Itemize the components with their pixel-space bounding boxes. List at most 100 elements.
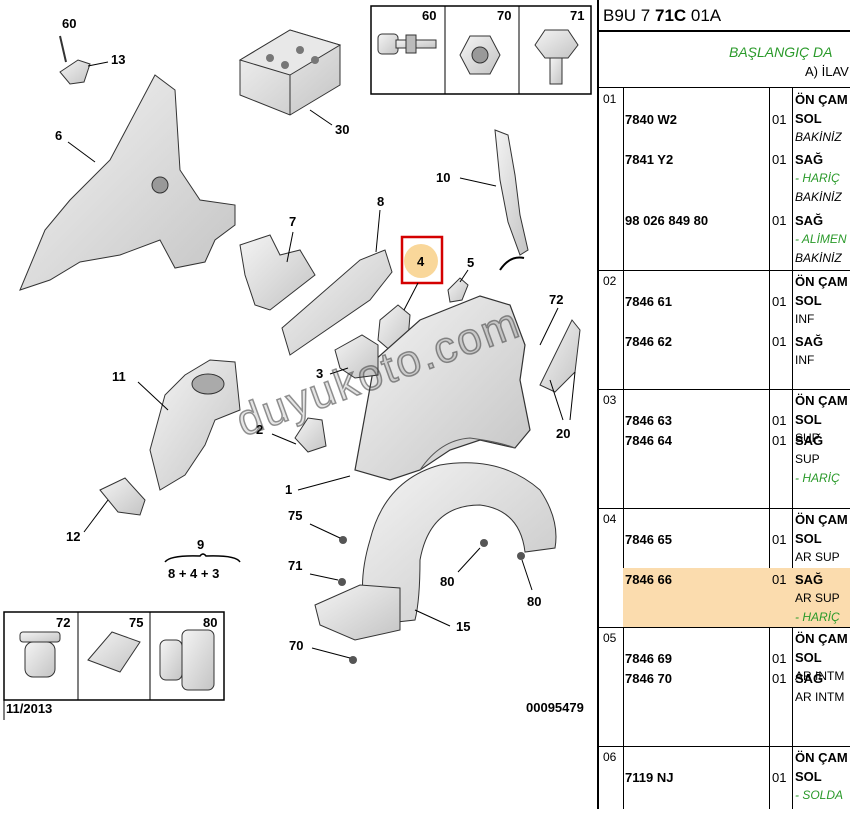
description-line: ÖN ÇAM [795,512,848,527]
description-line: INF [795,353,815,367]
spring-nut-icon [87,631,141,673]
part-description: SAĞ INF [795,332,823,370]
description-line: AR SUP [795,550,840,564]
section-title: BAŞLANGIÇ DA [729,44,833,60]
part-reference: 7846 62 [625,334,672,349]
callout-label: 2 [256,422,263,437]
callout-label: 70 [289,638,303,653]
callout-label: 1 [285,482,292,497]
callout-label: 60 [62,16,76,31]
description-line: BAKİNİZ [795,251,842,265]
description-line: SOL [795,531,822,546]
part-quantity: 01 [772,433,787,448]
part-quantity: 01 [772,213,787,228]
description-line: SOL [795,293,822,308]
part-strip-10 [459,129,529,271]
callout-label: 12 [66,529,80,544]
plug-clip-icon [159,629,215,691]
description-line: SAĞ [795,671,824,686]
callout-label: 11 [112,369,126,384]
part-quantity: 01 [772,294,787,309]
group-divider [599,270,850,271]
callout-label: 8 + 4 + 3 [168,566,219,581]
part-description: SAĞ AR INTM [795,669,844,707]
part-quantity: 01 [772,532,787,547]
part-reference: 7846 69 [625,651,672,666]
bottom-legend [3,611,225,701]
part-description: ÖN ÇAM SOL AR SUP [795,510,848,567]
callout-label: 75 [288,508,302,523]
part-bracket-3 [329,334,379,379]
part-bracket-13 [59,35,109,85]
description-line: - HARİÇ [795,610,840,624]
group-number: 05 [603,631,617,645]
part-reference: 7846 63 [625,413,672,428]
section-subtitle: A) İLAV [805,64,849,79]
callout-label: 10 [436,170,450,185]
callout-label: 4 [417,254,425,269]
description-line: ÖN ÇAM [795,92,848,107]
part-bracket-7 [239,231,316,311]
top-legend-label: 60 [422,8,436,23]
part-quantity: 01 [772,770,787,785]
nut-icon [459,35,501,75]
description-line: AR INTM [795,690,845,704]
description-line: SAĞ [795,334,824,349]
part-reference: 7846 66 [625,572,672,587]
part-reference: 98 026 849 80 [625,213,709,228]
part-quantity: 01 [772,651,787,666]
part-72 [539,307,581,421]
bottom-legend-label: 72 [56,615,70,630]
callout-label: 9 [197,537,204,552]
part-quantity: 01 [772,152,787,167]
description-line: SOL [795,769,822,784]
description-line: INF [795,312,815,326]
part-reference: 7119 NJ [625,770,674,785]
description-line: SOL [795,412,822,427]
description-line: SOL [795,650,822,665]
group-divider [599,389,850,390]
description-line: ÖN ÇAM [795,750,848,765]
part-clip-5 [447,269,469,303]
callout-label: 20 [556,426,570,441]
top-legend-label: 71 [570,8,584,23]
description-line: - HARİÇ [795,171,840,185]
group-divider [599,508,850,509]
part-bracket-2 [271,417,327,453]
part-rail-8 [281,209,393,356]
group-divider [599,627,850,628]
description-line: ÖN ÇAM [795,393,848,408]
callout-label: 13 [111,52,125,67]
callout-label: 30 [335,122,349,137]
description-line: SUP [795,452,820,466]
callout-label: 80 [527,594,541,609]
callout-label: 72 [549,292,563,307]
parts-diagram-svg: 60 70 71 [3,5,592,720]
fasteners [309,523,533,664]
push-clip-icon [19,631,61,678]
part-description: SAĞ - HARİÇ BAKİNİZ [795,150,842,207]
catalog-code: B9U 7 71C 01A [603,6,722,25]
group-number: 01 [603,92,617,106]
bottom-legend-label: 80 [203,615,217,630]
callout-label: 8 [377,194,384,209]
part-quantity: 01 [772,112,787,127]
diagram-ref: 00095479 [526,700,584,715]
diagram-date: 11/2013 [6,701,52,716]
part-box-30 [238,29,342,126]
group-number: 02 [603,274,617,288]
description-line: SAĞ [795,572,824,587]
part-reference: 7846 64 [625,433,672,448]
callout-label: 80 [440,574,454,589]
rivet-icon [377,33,437,55]
description-line: SAĞ [795,152,824,167]
part-quantity: 01 [772,334,787,349]
description-line: BAKİNİZ [795,190,842,204]
part-fender-1 [297,295,531,491]
callout-label: 5 [467,255,474,270]
